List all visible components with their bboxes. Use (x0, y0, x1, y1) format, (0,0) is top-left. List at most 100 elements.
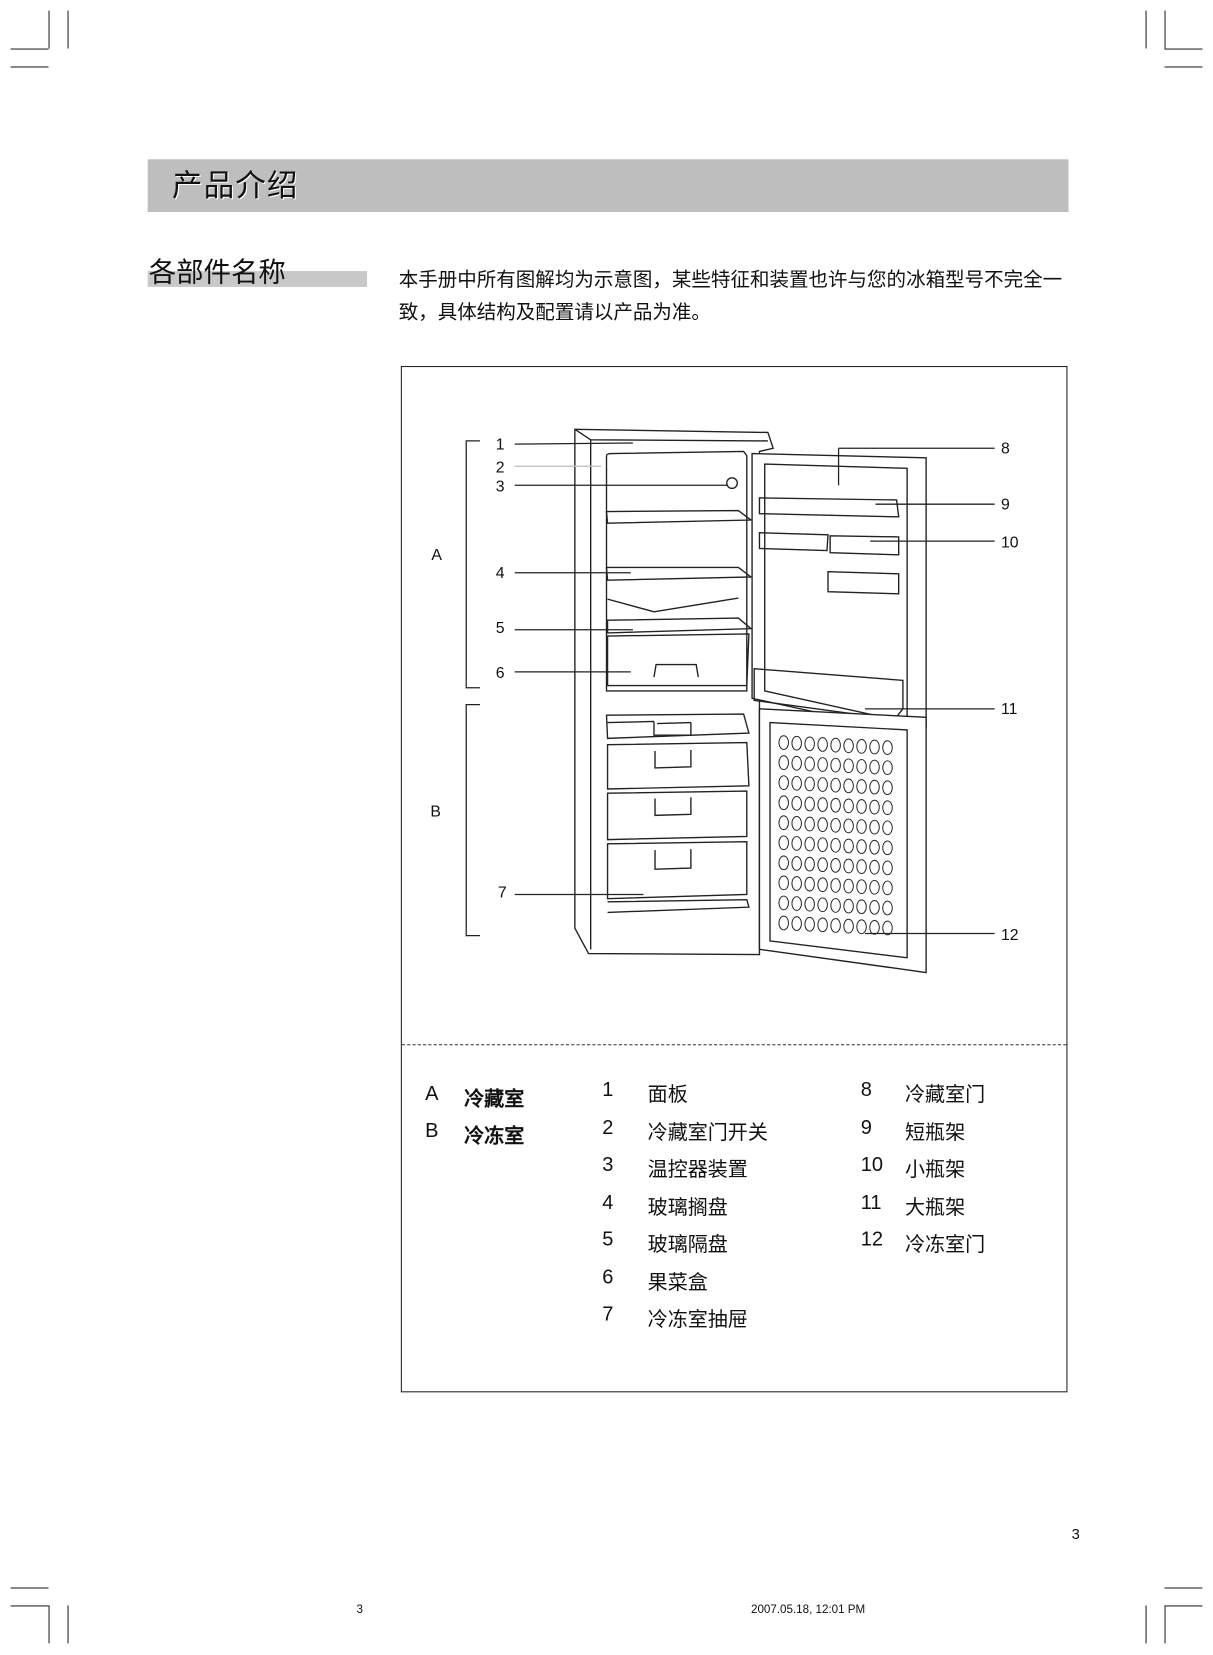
door-dot (791, 816, 802, 831)
door-dot (869, 759, 880, 775)
door-dot (843, 918, 854, 934)
divider-dashed (401, 1044, 1067, 1046)
door-dot (804, 876, 815, 892)
part-label: 温控器装置 (647, 1158, 748, 1182)
crop-mark (10, 1587, 49, 1589)
crop-mark (1164, 66, 1203, 68)
door-dot (856, 819, 867, 834)
door-dot (843, 818, 854, 834)
door-dot (804, 896, 815, 912)
callout-4: 4 (496, 565, 505, 582)
door-dot (804, 916, 815, 932)
door-dot (804, 856, 815, 872)
intro-paragraph: 本手册中所有图解均为示意图，某些特征和装置也许与您的冰箱型号不完全一致，具体结构… (398, 268, 1063, 324)
door-dot (843, 838, 854, 854)
door-dot (817, 877, 828, 893)
crop-mark (1164, 1587, 1203, 1589)
door-dot (882, 740, 893, 755)
door-dot (804, 816, 815, 832)
part-number: 11 (860, 1191, 882, 1214)
part-number: 9 (860, 1116, 872, 1139)
door-dot (843, 858, 854, 874)
part-label: 大瓶架 (905, 1195, 966, 1219)
door-dot (791, 836, 802, 851)
door-dot (869, 819, 880, 835)
door-dot (791, 856, 802, 871)
diagram-box (400, 366, 1068, 1393)
section-title: 各部件名称 (148, 257, 286, 290)
part-number: 1 (602, 1079, 614, 1102)
crop-mark (48, 1605, 50, 1644)
door-dot (869, 799, 880, 815)
door-dot (804, 796, 815, 812)
door-dot (830, 797, 841, 813)
door-dot (804, 776, 815, 792)
part-label: 冷冻室抽屉 (647, 1307, 748, 1332)
page-number: 3 (1071, 1525, 1080, 1543)
crop-mark (10, 48, 49, 50)
door-dot (791, 796, 802, 811)
callout-9: 9 (1001, 496, 1010, 513)
callout-6: 6 (496, 665, 505, 682)
door-dot (869, 779, 880, 795)
crop-mark (1145, 1605, 1147, 1644)
callout-3: 3 (496, 479, 505, 496)
part-label: 面板 (647, 1083, 688, 1107)
door-dot (830, 837, 841, 853)
door-dot (869, 859, 880, 875)
door-dot (856, 779, 867, 794)
door-dot (817, 857, 828, 873)
footer-timestamp: 2007.05.18, 12:01 PM (751, 1603, 866, 1616)
callout-11: 11 (1001, 701, 1018, 718)
callout-8: 8 (1001, 441, 1010, 458)
callout-7: 7 (498, 885, 507, 902)
part-label: 玻璃隔盘 (647, 1233, 728, 1257)
crop-mark (10, 1605, 49, 1607)
door-dot (882, 760, 893, 776)
door-dot (869, 920, 880, 935)
compartment-label: 冷藏室 (464, 1087, 525, 1111)
callout-5: 5 (496, 620, 505, 637)
callout-12: 12 (1001, 927, 1019, 944)
door-dot (830, 858, 841, 873)
compartment-key: B (425, 1120, 439, 1143)
door-dot (856, 899, 867, 915)
door-dot (843, 798, 854, 814)
door-dot (778, 755, 789, 770)
group-label-a: A (431, 547, 442, 564)
crop-mark (1164, 1605, 1166, 1644)
door-dot (869, 839, 880, 855)
door-dot (791, 735, 802, 751)
part-number: 6 (602, 1266, 614, 1289)
door-dot (882, 840, 893, 856)
part-number: 10 (860, 1153, 884, 1177)
door-dot (778, 915, 789, 931)
door-dot (817, 757, 828, 772)
bracket-a (465, 440, 480, 689)
door-dot (882, 900, 893, 916)
door-dot (791, 755, 802, 771)
part-number: 7 (602, 1303, 614, 1326)
door-dot (804, 756, 815, 772)
door-dot (778, 775, 789, 790)
part-label: 玻璃搁盘 (647, 1195, 728, 1219)
crop-mark (48, 10, 50, 49)
compartment-key: A (425, 1083, 439, 1106)
door-dot (830, 918, 841, 933)
door-dot (830, 737, 841, 753)
part-label: 小瓶架 (905, 1158, 966, 1182)
door-dot (856, 879, 867, 894)
callout-1: 1 (496, 436, 505, 453)
door-dot (791, 876, 802, 891)
callout-2: 2 (496, 460, 505, 477)
part-number: 8 (860, 1079, 872, 1102)
door-dot (791, 916, 802, 931)
door-dot (843, 738, 854, 754)
door-dot (882, 820, 893, 836)
door-dot (843, 778, 854, 794)
door-dot (817, 777, 828, 792)
door-dot (778, 875, 789, 891)
door-dot (869, 739, 880, 755)
crop-mark (1164, 10, 1166, 49)
